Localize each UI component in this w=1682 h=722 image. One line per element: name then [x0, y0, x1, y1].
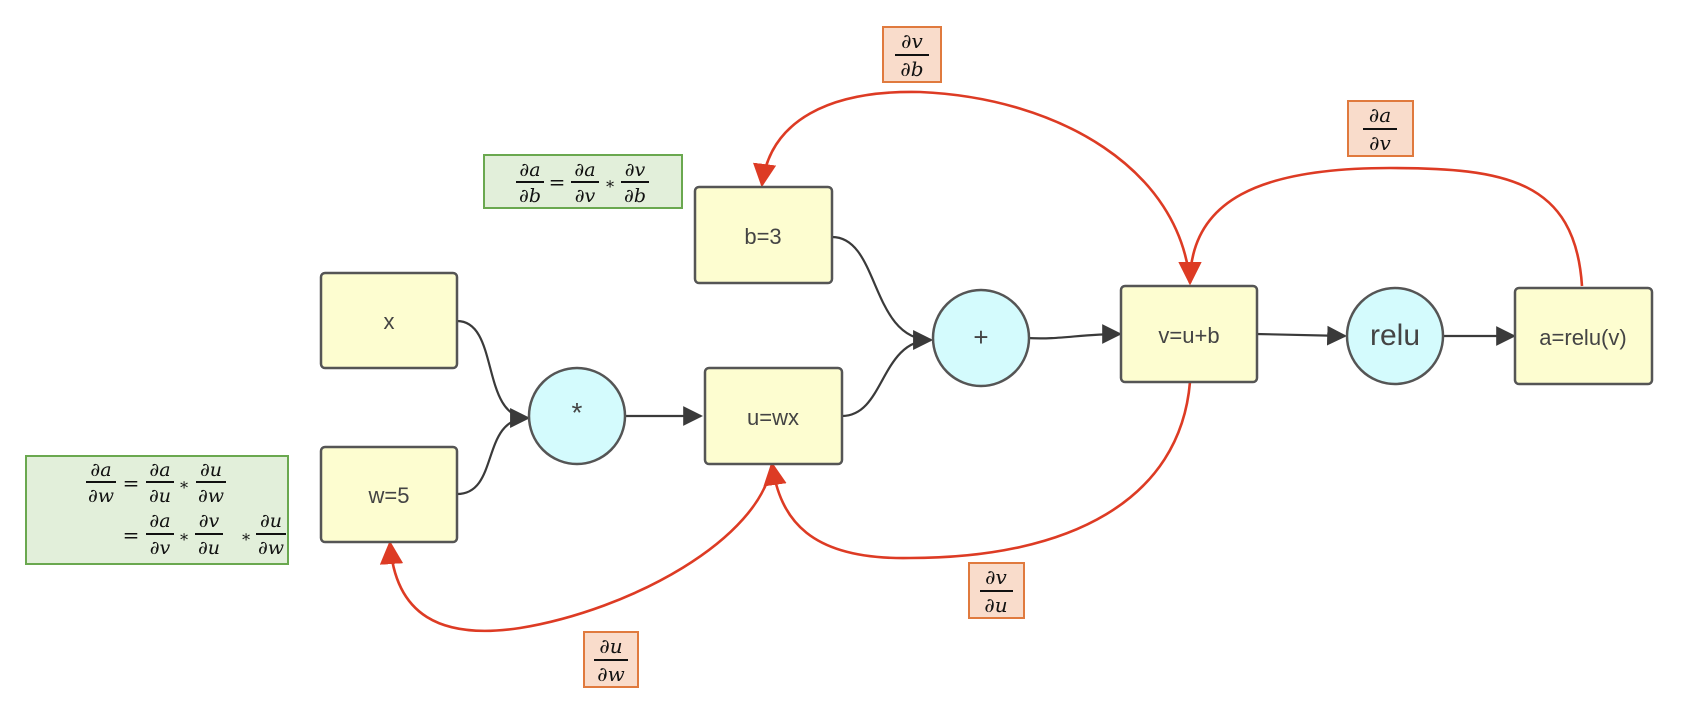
node-mul-label: *: [572, 397, 583, 428]
backward-edges: [379, 90, 1584, 633]
node-w: w=5: [319, 445, 459, 544]
t3-denominator: ∂v: [150, 537, 171, 559]
chain-rule-b: ∂a ∂b = ∂a ∂v ∗ ∂v ∂b: [483, 154, 683, 209]
grad-numerator: ∂v: [985, 565, 1007, 589]
edge-v-to-relu: [1255, 325, 1347, 346]
forward-edges: [456, 235, 1516, 496]
grad-edge-a-to-v: [1178, 166, 1584, 287]
node-v: v=u+b: [1119, 284, 1259, 384]
local-grad-du-dw: ∂u ∂w: [583, 631, 639, 688]
node-b-label: b=3: [744, 224, 781, 249]
t5-denominator: ∂w: [258, 537, 284, 559]
equals-sign: =: [549, 170, 566, 194]
chain-rule-w: ∂a ∂w = ∂a ∂u ∗ ∂u ∂w = ∂a ∂v ∗ ∂v ∂u ∗ …: [25, 455, 289, 565]
node-add-label: +: [973, 322, 988, 352]
lhs-denominator: ∂b: [519, 185, 541, 207]
grad-numerator: ∂v: [901, 29, 923, 53]
node-v-label: v=u+b: [1158, 323, 1219, 348]
t4-numerator: ∂v: [199, 510, 220, 532]
edge-w-to-mul: [456, 408, 530, 496]
node-b: b=3: [693, 185, 834, 285]
local-grad-dv-du: ∂v ∂u: [968, 562, 1025, 619]
local-grad-da-dv: ∂a ∂v: [1347, 100, 1414, 157]
multiply-sign-2: ∗: [179, 527, 190, 546]
node-relu-label: relu: [1370, 319, 1420, 352]
t2-denominator: ∂w: [198, 485, 224, 507]
node-a-label: a=relu(v): [1539, 325, 1626, 350]
edge-b-to-add: [831, 235, 933, 350]
lhs-numerator: ∂a: [90, 459, 111, 481]
grad-edge-v-to-u: [763, 381, 1192, 560]
grad-numerator: ∂u: [599, 634, 622, 658]
grad-edge-u-to-w: [379, 463, 774, 633]
node-a: a=relu(v): [1513, 286, 1654, 386]
t2-denominator: ∂b: [624, 185, 646, 207]
grad-denominator: ∂w: [597, 662, 624, 686]
node-w-label: w=5: [368, 483, 410, 508]
node-add: +: [931, 288, 1031, 388]
node-x: x: [319, 271, 459, 370]
t2-numerator: ∂v: [625, 159, 646, 181]
node-u: u=wx: [703, 366, 844, 466]
equals-sign-1: =: [123, 471, 140, 495]
multiply-sign-3: ∗: [241, 527, 252, 546]
node-x-label: x: [384, 309, 395, 334]
t1-denominator: ∂v: [575, 185, 596, 207]
t2-numerator: ∂u: [200, 459, 222, 481]
t4-denominator: ∂u: [198, 537, 220, 559]
edge-x-to-mul: [456, 319, 530, 428]
grad-numerator: ∂a: [1369, 103, 1391, 127]
grad-denominator: ∂b: [900, 57, 923, 81]
node-mul: *: [527, 366, 627, 466]
lhs-denominator: ∂w: [88, 485, 114, 507]
t1-numerator: ∂a: [149, 459, 170, 481]
grad-denominator: ∂v: [1369, 131, 1391, 155]
edge-add-to-v: [1026, 324, 1122, 344]
grad-edge-v-to-b: [752, 90, 1192, 284]
t1-denominator: ∂u: [149, 485, 171, 507]
local-grad-dv-db: ∂v ∂b: [882, 26, 942, 83]
edge-u-to-add: [841, 330, 933, 418]
t1-numerator: ∂a: [574, 159, 595, 181]
multiply-sign: ∗: [605, 174, 616, 193]
node-u-label: u=wx: [747, 405, 799, 430]
t3-numerator: ∂a: [149, 510, 170, 532]
node-relu: relu: [1345, 286, 1445, 386]
grad-denominator: ∂u: [984, 593, 1007, 617]
lhs-numerator: ∂a: [519, 159, 540, 181]
t5-numerator: ∂u: [260, 510, 282, 532]
multiply-sign-1: ∗: [179, 475, 190, 494]
equals-sign-2: =: [123, 523, 140, 547]
